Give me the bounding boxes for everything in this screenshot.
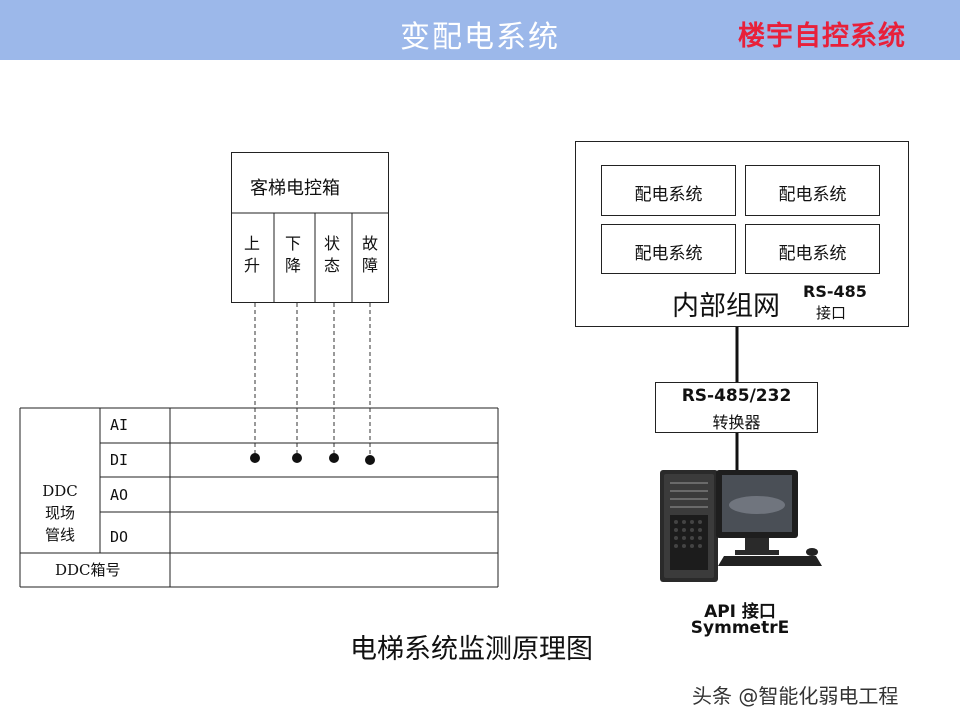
elevator-control-box	[231, 152, 389, 303]
header-banner	[0, 0, 960, 60]
subsystem-box-4	[745, 224, 880, 274]
subsystem-label-4: 配电系统	[778, 244, 847, 264]
ddc-group-label: DDC 现场 管线	[42, 482, 78, 544]
ddc-row-ai: AI	[110, 416, 129, 434]
brand-title: 楼宇自控系统	[738, 21, 906, 52]
converter-box	[655, 382, 818, 433]
api-interface-label: API 接口	[704, 602, 776, 622]
ddc-box-number-label: DDC箱号	[55, 561, 121, 579]
diagram-caption: 电梯系统监测原理图	[350, 634, 593, 665]
dot-down	[292, 453, 302, 463]
watermark: 头条 @智能化弱电工程	[692, 684, 899, 708]
internal-network-label: 内部组网	[672, 291, 780, 322]
subsystem-box-2	[745, 165, 880, 216]
subsystem-label-2: 配电系统	[778, 185, 847, 205]
subsystem-box-1	[601, 165, 736, 216]
ddc-row-do: DO	[110, 528, 129, 546]
signal-fault-label: 故障	[361, 234, 378, 275]
dot-status	[329, 453, 339, 463]
ddc-table-grid	[19, 407, 499, 588]
converter-name-label: 转换器	[712, 413, 761, 432]
signal-down-label: 下降	[284, 234, 301, 275]
subsystem-label-1: 配电系统	[634, 185, 703, 205]
signal-status-label: 状态	[323, 234, 340, 275]
ddc-row-ao: AO	[110, 486, 129, 504]
elevator-box-title: 客梯电控箱	[250, 178, 340, 199]
converter-model-label: RS-485/232	[681, 386, 792, 406]
dot-fault	[365, 455, 375, 465]
rs485-port-label: RS-485	[803, 282, 867, 301]
subsystem-label-3: 配电系统	[634, 244, 703, 264]
symmetre-label: SymmetrE	[690, 618, 790, 638]
signal-up-label: 上升	[243, 234, 260, 275]
subsystem-box-3	[601, 224, 736, 274]
desktop-computer-icon	[660, 470, 822, 582]
page-title: 变配电系统	[400, 20, 560, 55]
ddc-row-di: DI	[110, 451, 129, 469]
port-interface-label: 接口	[816, 304, 847, 322]
dot-up	[250, 453, 260, 463]
